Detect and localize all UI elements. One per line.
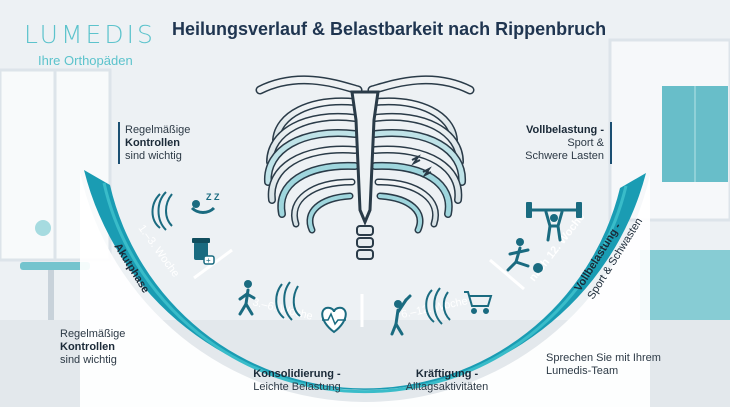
page-title: Heilungsverlauf & Belastbarkeit nach Rip… <box>172 19 607 39</box>
phase-2-caption: Konsolidierung - Leichte Belastung <box>253 368 341 393</box>
note-divider-top-right <box>610 122 612 164</box>
lamp-dot <box>35 220 51 236</box>
note-divider-top-left <box>118 122 120 164</box>
arc-band-inner-highlight <box>102 182 628 394</box>
ribs-small-icon <box>151 191 173 231</box>
bench <box>20 262 90 270</box>
lower-cabinet <box>640 250 730 320</box>
phase-3-caption: Kräftigung - Alltagsaktivitäten <box>405 368 489 393</box>
note-bottom-left: Regelmäßige Kontrollen sind wichtig <box>60 328 126 366</box>
note-bottom-right: Sprechen Sie mit Ihrem Lumedis-Team <box>546 352 661 377</box>
ribs-left <box>263 97 359 234</box>
heart-rate-icon <box>321 306 347 334</box>
spine <box>356 225 374 260</box>
soccer-player-icon <box>506 238 543 273</box>
weightlifter-icon <box>526 202 582 242</box>
pill-cross-icon: + <box>206 256 211 265</box>
sleeping-person-icon: Z Z <box>190 192 220 214</box>
fracture-mark-icon <box>411 154 432 178</box>
shopping-cart-icon <box>464 291 493 314</box>
brand-tagline: Ihre Orthopäden <box>38 53 133 68</box>
ribs-right <box>371 97 467 234</box>
walking-person-icon <box>238 280 256 316</box>
ribs-medium-icon <box>275 281 301 321</box>
ribcage-illustration <box>255 75 475 260</box>
collarbones <box>255 75 475 95</box>
ribs-icon <box>425 287 451 325</box>
note-top-left: Regelmäßige Kontrollen sind wichtig <box>125 124 191 162</box>
stretching-person-icon <box>390 294 412 336</box>
brand-block: LUMEDIS Ihre Orthopäden <box>24 20 156 69</box>
sternum <box>350 90 380 226</box>
pill-bottle-icon: + <box>192 238 215 265</box>
note-top-right: Vollbelastung - Sport & Schwere Lasten <box>525 124 604 162</box>
lumedis-logo: LUMEDIS <box>24 20 156 49</box>
sleep-zzz-icon: Z Z <box>206 192 220 202</box>
